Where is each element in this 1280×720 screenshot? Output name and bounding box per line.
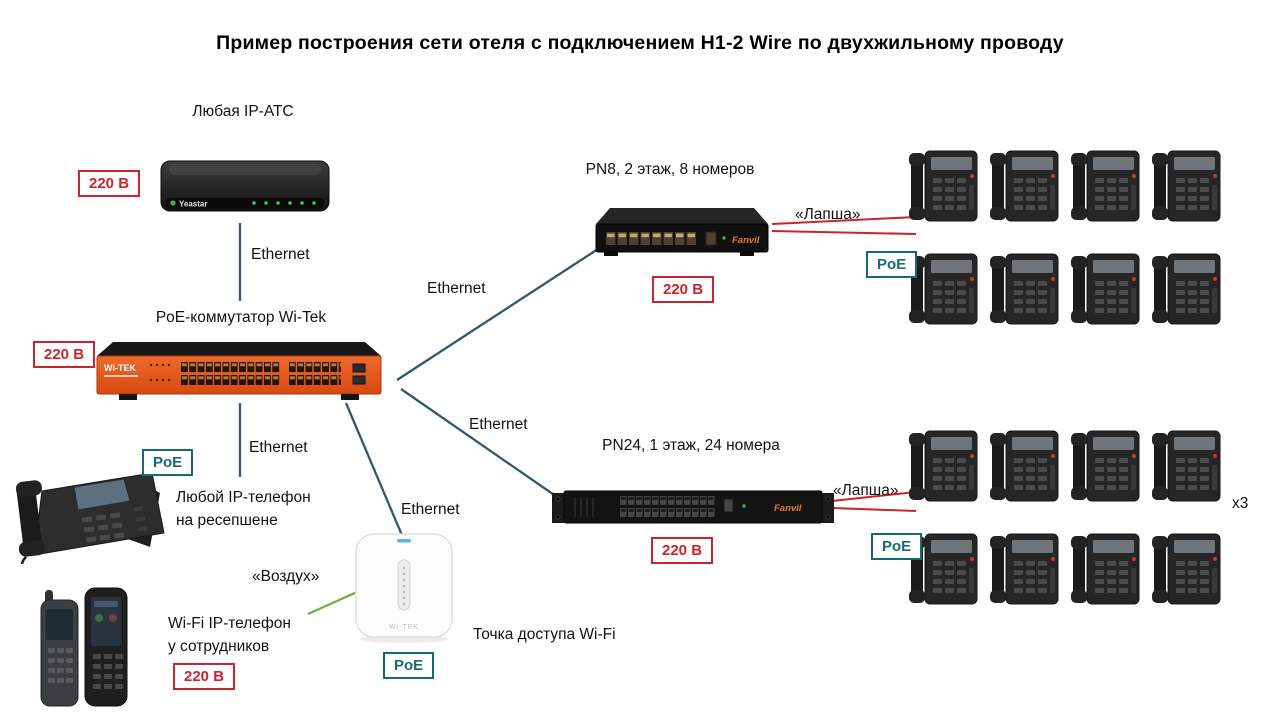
pn8-switch-image: Fanvil bbox=[595, 208, 769, 256]
reception-phone-label: Любой IP-телефон на ресепшене bbox=[176, 486, 311, 532]
desk-phone-icon bbox=[989, 250, 1059, 328]
ethernet-label-5: Ethernet bbox=[401, 501, 460, 518]
power-badge-wifi-phone: 220 В bbox=[173, 663, 236, 690]
ethernet-label-2: Ethernet bbox=[427, 280, 486, 297]
desk-phone-icon bbox=[989, 530, 1059, 608]
poe-badge-pn24: PoE bbox=[871, 533, 923, 560]
desk-phone-icon bbox=[1070, 147, 1140, 225]
wifi-phone-label-line2: у сотрудников bbox=[168, 638, 270, 655]
desk-phone-icon bbox=[1151, 147, 1221, 225]
pn8-label: PN8, 2 этаж, 8 номеров bbox=[585, 161, 755, 178]
pn8-brand-text: Fanvil bbox=[732, 235, 760, 246]
power-badge-pn24: 220 В bbox=[651, 537, 714, 564]
lapsha-line-pn8-b bbox=[771, 230, 917, 235]
power-badge-pn8: 220 В bbox=[652, 276, 715, 303]
core-switch-image: Wi-TEK bbox=[96, 342, 382, 400]
pn24-brand-text: Fanvil bbox=[774, 503, 802, 514]
desk-phone-icon bbox=[908, 147, 978, 225]
ethernet-label-3: Ethernet bbox=[469, 416, 528, 433]
ethernet-line-switch-pn24 bbox=[400, 388, 561, 500]
power-badge-switch: 220 В bbox=[33, 341, 96, 368]
core-switch-label: PoE-коммутатор Wi-Tek bbox=[155, 309, 327, 326]
desk-phone-icon bbox=[989, 427, 1059, 505]
poe-badge-ap: PoE bbox=[383, 652, 435, 679]
lapsha-label-pn8: «Лапша» bbox=[795, 206, 861, 223]
desk-phone-icon bbox=[1151, 250, 1221, 328]
core-switch-brand-text: Wi-TEK bbox=[104, 363, 136, 373]
wifi-handsets-image bbox=[40, 587, 128, 707]
desk-phone-icon bbox=[989, 147, 1059, 225]
poe-badge-pn8: PoE bbox=[866, 251, 918, 278]
lapsha-line-pn24-b bbox=[831, 507, 917, 512]
desk-phone-icon bbox=[1070, 250, 1140, 328]
lapsha-line-pn8-a bbox=[771, 216, 917, 225]
desk-phone-icon bbox=[1070, 530, 1140, 608]
wifi-phone-label-line1: Wi-Fi IP-телефон bbox=[168, 615, 291, 632]
power-badge-pbx: 220 В bbox=[78, 170, 141, 197]
ethernet-line-switch-ap bbox=[344, 402, 406, 541]
reception-phone-label-line1: Любой IP-телефон bbox=[176, 489, 311, 506]
air-line-ap-handsets bbox=[307, 590, 358, 616]
desk-phone-icon bbox=[1070, 427, 1140, 505]
lapsha-line-pn24-a bbox=[831, 491, 917, 502]
ap-label: Точка доступа Wi-Fi bbox=[473, 626, 616, 643]
ethernet-label-1: Ethernet bbox=[251, 246, 310, 263]
phone-grid-floor2 bbox=[908, 147, 1221, 328]
x3-label: x3 bbox=[1232, 495, 1249, 512]
desk-phone-icon bbox=[908, 427, 978, 505]
ethernet-line-switch-pn8 bbox=[396, 248, 599, 381]
pbx-label: Любая IP-АТС bbox=[192, 103, 294, 120]
desk-phone-icon bbox=[1151, 427, 1221, 505]
poe-badge-reception: PoE bbox=[142, 449, 194, 476]
pn24-switch-image: Fanvil bbox=[552, 490, 834, 524]
desk-phone-icon bbox=[1151, 530, 1221, 608]
ip-pbx-image: Yeastar bbox=[160, 160, 330, 212]
pn24-label: PN24, 1 этаж, 24 номера bbox=[602, 437, 780, 454]
ap-brand-text: Wi-TEK bbox=[389, 624, 419, 631]
vozduh-label: «Воздух» bbox=[252, 568, 320, 585]
ethernet-label-4: Ethernet bbox=[249, 439, 308, 456]
phone-grid-floor1 bbox=[908, 427, 1221, 608]
lapsha-label-pn24: «Лапша» bbox=[833, 482, 899, 499]
reception-phone-label-line2: на ресепшене bbox=[176, 512, 278, 529]
access-point-image: Wi-TEK bbox=[355, 533, 453, 643]
desk-phone-icon bbox=[908, 250, 978, 328]
reception-phone-image bbox=[15, 472, 165, 564]
page-title: Пример построения сети отеля с подключен… bbox=[216, 32, 1064, 54]
pbx-brand-text: Yeastar bbox=[179, 199, 207, 208]
wifi-phone-label: Wi-Fi IP-телефон у сотрудников bbox=[168, 612, 291, 658]
